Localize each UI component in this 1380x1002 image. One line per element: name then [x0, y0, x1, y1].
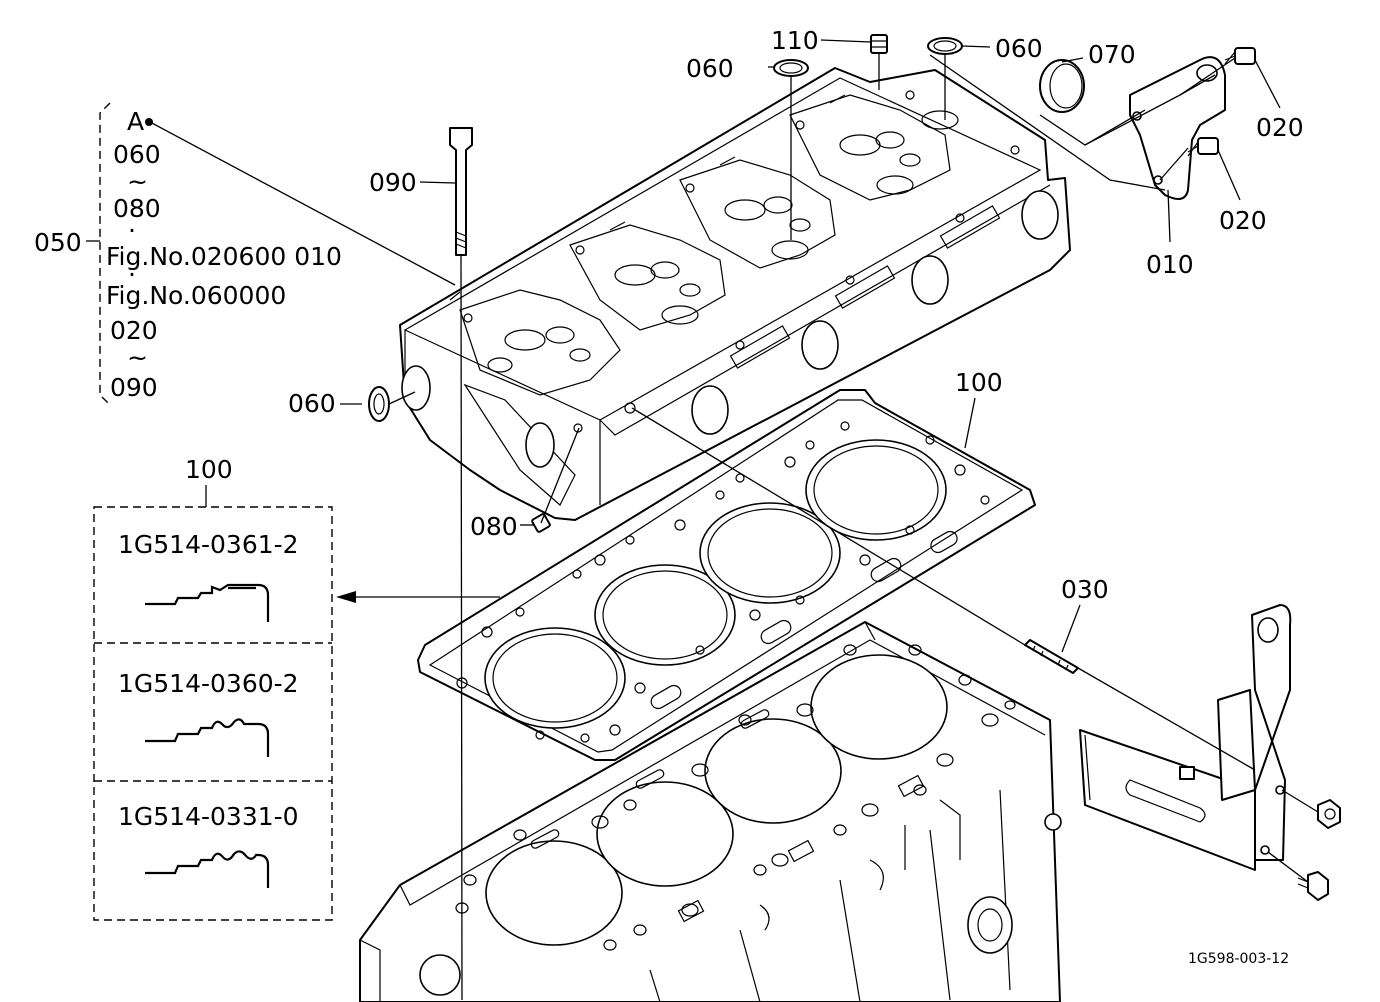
callout-010: 010 [1146, 250, 1194, 279]
bracket-line-tilde-1: ~ [127, 167, 148, 196]
gasket-profile-1 [145, 583, 270, 622]
drawing-id: 1G598-003-12 [1188, 951, 1289, 967]
bolt-020-upper [1224, 47, 1256, 65]
variant-part-number-3: 1G514-0331-0 [118, 802, 299, 831]
callout-090: 090 [369, 168, 417, 197]
variant-part-number-2: 1G514-0360-2 [118, 669, 299, 698]
bracket-line-fig-020600: Fig.No.020600 010 [106, 242, 342, 271]
callout-labels: 110 060 060 070 020 020 010 090 060 100 … [288, 26, 1304, 967]
bracket-line-fig-060000: Fig.No.060000 [106, 281, 286, 310]
variant-part-number-1: 1G514-0361-2 [118, 530, 299, 559]
callout-110: 110 [771, 26, 819, 55]
seal-ring-060-top-right [927, 37, 963, 55]
head-gasket [417, 389, 1036, 761]
bracket-line-080: 080 [113, 194, 161, 223]
gasket-profile-3 [145, 850, 270, 888]
gasket-variant-table: 100 1G514-0361-2 1G514-0360-2 1G514-0331… [93, 455, 333, 921]
bracket-line-090: 090 [110, 373, 158, 402]
bracket-line-060: 060 [113, 140, 161, 169]
plug-070 [1039, 59, 1085, 113]
callout-080: 080 [470, 512, 518, 541]
callout-020-upper: 020 [1256, 113, 1304, 142]
callout-100-gasket: 100 [955, 368, 1003, 397]
nut-right-upper [1317, 799, 1341, 829]
label-050: 050 [34, 228, 82, 257]
bracket-line-dot-2: · [128, 260, 136, 289]
side-bracket [1079, 604, 1292, 871]
bracket-010 [1129, 56, 1226, 200]
variant-table-label: 100 [185, 455, 233, 484]
bracket-line-a: A [127, 107, 144, 136]
bracket-line-tilde-2: ~ [127, 343, 148, 372]
callout-060-side: 060 [288, 389, 336, 418]
callout-060-top-right: 060 [995, 34, 1043, 63]
bracket-line-020: 020 [110, 316, 158, 345]
bolt-020-lower [1187, 137, 1219, 157]
gasket-profile-2 [145, 718, 270, 757]
seal-ring-060-top-left [773, 59, 809, 77]
callout-030: 030 [1061, 575, 1109, 604]
seal-ring-060-side [368, 386, 390, 422]
plug-110 [870, 34, 888, 54]
bracket-line-dot-1: · [128, 216, 136, 245]
bolt-090 [449, 127, 473, 256]
cylinder-head [399, 67, 1071, 521]
assembly-050-bracket: 050 A 060 ~ 080 · Fig.No.020600 010 · Fi… [34, 102, 342, 406]
callout-060-top-left: 060 [686, 54, 734, 83]
callout-070: 070 [1088, 40, 1136, 69]
leader-lines [145, 39, 1319, 1001]
cylinder-block [359, 621, 1062, 1002]
bolt-right-lower [1297, 871, 1329, 901]
stud-030 [1024, 639, 1079, 674]
callout-020-lower: 020 [1219, 206, 1267, 235]
